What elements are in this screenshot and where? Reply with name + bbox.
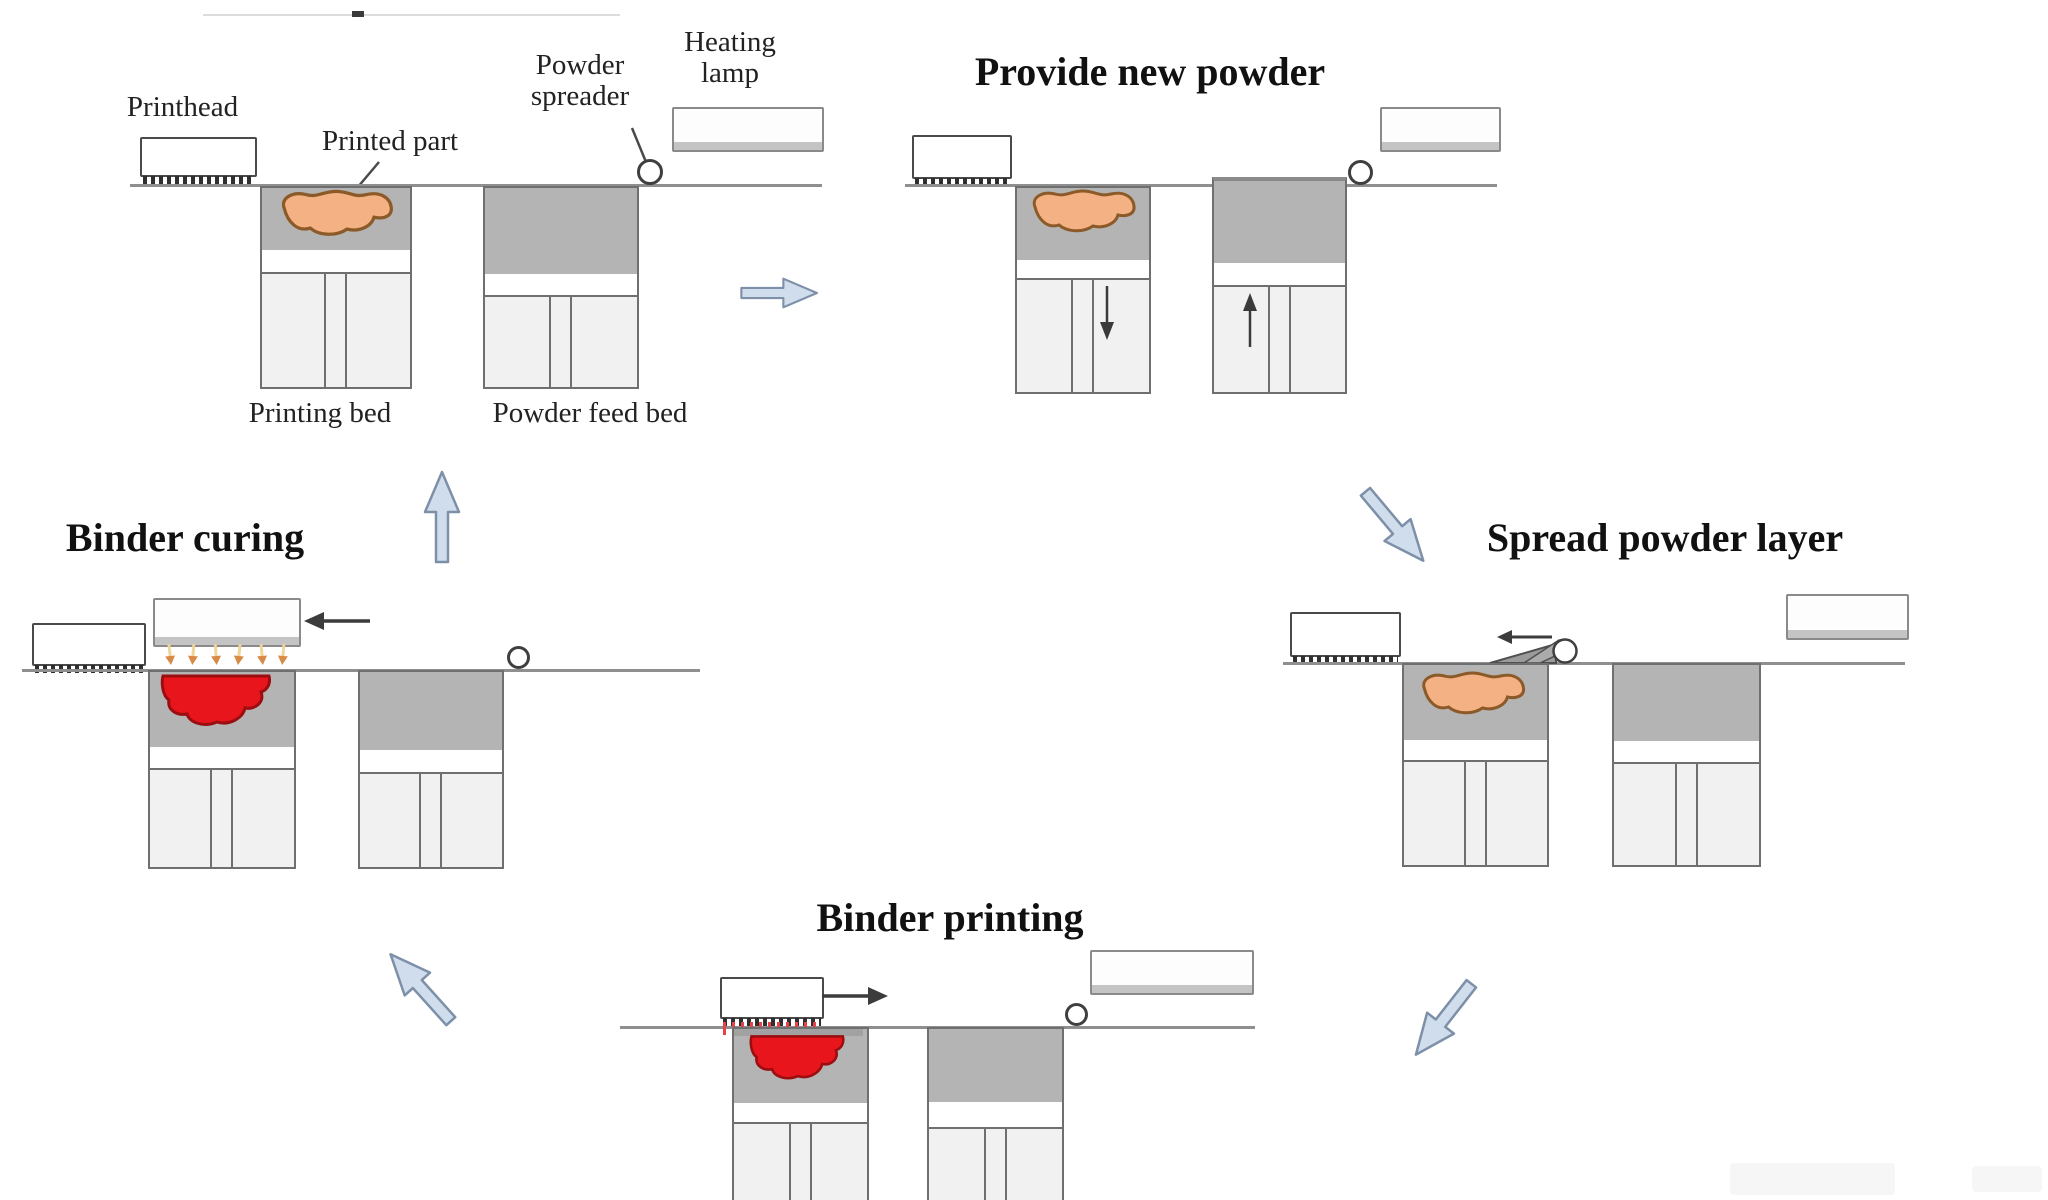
heating-lamp <box>672 107 824 152</box>
piston-rod <box>1288 287 1291 392</box>
piston-rod <box>345 274 347 387</box>
cycle-arrow-up-icon <box>423 470 461 564</box>
powder-feed-bed-gap <box>1212 263 1347 285</box>
piston-rod <box>210 770 212 867</box>
cycle-arrow-down-right-icon <box>1359 486 1425 562</box>
piston-down-arrow-icon <box>1100 286 1114 340</box>
cycle-arrow-right-icon <box>740 277 819 309</box>
printing-bed-piston <box>148 768 296 869</box>
printing-bed-label: Printing bed <box>248 397 392 429</box>
piston-rod <box>1004 1129 1007 1200</box>
heat-ray-icon <box>257 643 268 665</box>
printing-bed-piston <box>732 1122 869 1200</box>
printhead <box>720 977 824 1026</box>
printhead <box>140 137 257 184</box>
printing-bed-gap <box>732 1103 869 1122</box>
printed-part <box>281 189 393 236</box>
powder-feed-bed-piston <box>927 1127 1064 1200</box>
build-surface-line <box>1283 662 1905 665</box>
heat-ray-icon <box>277 643 288 665</box>
piston-rod <box>1463 762 1466 865</box>
printing-bed-piston <box>1015 278 1151 394</box>
powder-feed-bed-gap <box>927 1102 1064 1127</box>
heating-lamp <box>1380 107 1501 152</box>
heat-ray-icon <box>165 643 176 665</box>
piston-rod <box>324 274 326 387</box>
printhead-label: Printhead <box>126 91 239 123</box>
printed-part <box>1032 189 1136 233</box>
powder-feed-bed-powder <box>1212 177 1347 269</box>
piston-rod <box>1674 764 1677 865</box>
powder-feed-bed-powder <box>1612 663 1761 745</box>
piston-rod <box>231 770 233 867</box>
heat-ray-icon <box>233 643 244 665</box>
printing-bed-gap <box>260 250 412 272</box>
piston-rod <box>570 297 572 387</box>
powder-feed-bed-powder <box>358 670 504 754</box>
powder-spreader-roller <box>1348 160 1373 185</box>
piston-rod <box>809 1124 812 1200</box>
scan-artifact-line <box>203 14 620 16</box>
powder-spreader-label: Powder spreader <box>530 49 630 113</box>
stage-title: Binder curing <box>65 515 305 560</box>
watermark-remnant <box>1730 1163 1895 1195</box>
powder-feed-bed-piston <box>483 295 639 389</box>
stage-title: Spread powder layer <box>1486 515 1844 560</box>
powder-feed-bed-gap <box>1612 741 1761 762</box>
piston-rod <box>549 297 551 387</box>
powder-spreader-leader-line <box>630 127 648 163</box>
piston-rod <box>1071 280 1073 392</box>
heating-lamp <box>153 598 301 647</box>
powder-feed-bed-piston <box>1212 285 1347 394</box>
powder-feed-bed-piston <box>358 772 504 869</box>
watermark-remnant <box>1972 1166 2042 1192</box>
build-surface-line <box>905 184 1497 187</box>
printed-part-label: Printed part <box>321 125 459 157</box>
powder-spreader-roller <box>1065 1003 1088 1026</box>
piston-up-arrow-icon <box>1243 293 1257 347</box>
powder-spreader-roller <box>1489 630 1578 664</box>
printed-part <box>749 1035 845 1080</box>
piston-rod <box>1267 287 1270 392</box>
scan-artifact-dash <box>352 11 364 17</box>
printing-bed-gap <box>148 747 296 768</box>
powder-feed-bed-powder <box>927 1027 1064 1106</box>
heating-lamp <box>1090 950 1254 995</box>
printed-part <box>1422 671 1526 715</box>
heating-lamp-label: Heating lamp <box>684 26 776 90</box>
heat-ray-icon <box>187 643 198 665</box>
powder-feed-bed-gap <box>483 274 639 295</box>
piston-rod <box>1092 280 1094 392</box>
printhead <box>1290 612 1401 664</box>
powder-feed-bed-gap <box>358 750 504 772</box>
lamp-move-left-arrow-icon <box>304 612 370 630</box>
printhead-move-right-arrow-icon <box>822 987 888 1005</box>
printed-part <box>160 674 271 726</box>
piston-rod <box>983 1129 986 1200</box>
printhead <box>32 623 146 673</box>
build-surface-line <box>130 184 822 187</box>
piston-rod <box>440 774 442 867</box>
piston-rod <box>1484 762 1487 865</box>
powder-feed-bed-piston <box>1612 762 1761 867</box>
heat-ray-icon <box>211 643 222 665</box>
piston-rod <box>419 774 421 867</box>
powder-spreader-roller <box>637 159 663 185</box>
powder-feed-bed-label: Powder feed bed <box>492 397 688 429</box>
powder-feed-bed-powder <box>483 186 639 278</box>
powder-spreader-roller <box>507 646 530 669</box>
printing-bed-piston <box>1402 760 1549 867</box>
piston-rod <box>1695 764 1698 865</box>
stage-title: Binder printing <box>816 895 1084 940</box>
printed-layer-cap <box>734 1029 863 1036</box>
printing-bed-piston <box>260 272 412 389</box>
piston-rod <box>788 1124 791 1200</box>
printhead <box>912 135 1012 186</box>
heating-lamp <box>1786 594 1909 640</box>
printing-bed-gap <box>1015 260 1151 278</box>
cycle-arrow-up-left-icon <box>389 953 457 1027</box>
stage-title: Provide new powder <box>974 49 1326 94</box>
printing-bed-gap <box>1402 740 1549 760</box>
cycle-arrow-down-left-icon <box>1414 978 1478 1056</box>
